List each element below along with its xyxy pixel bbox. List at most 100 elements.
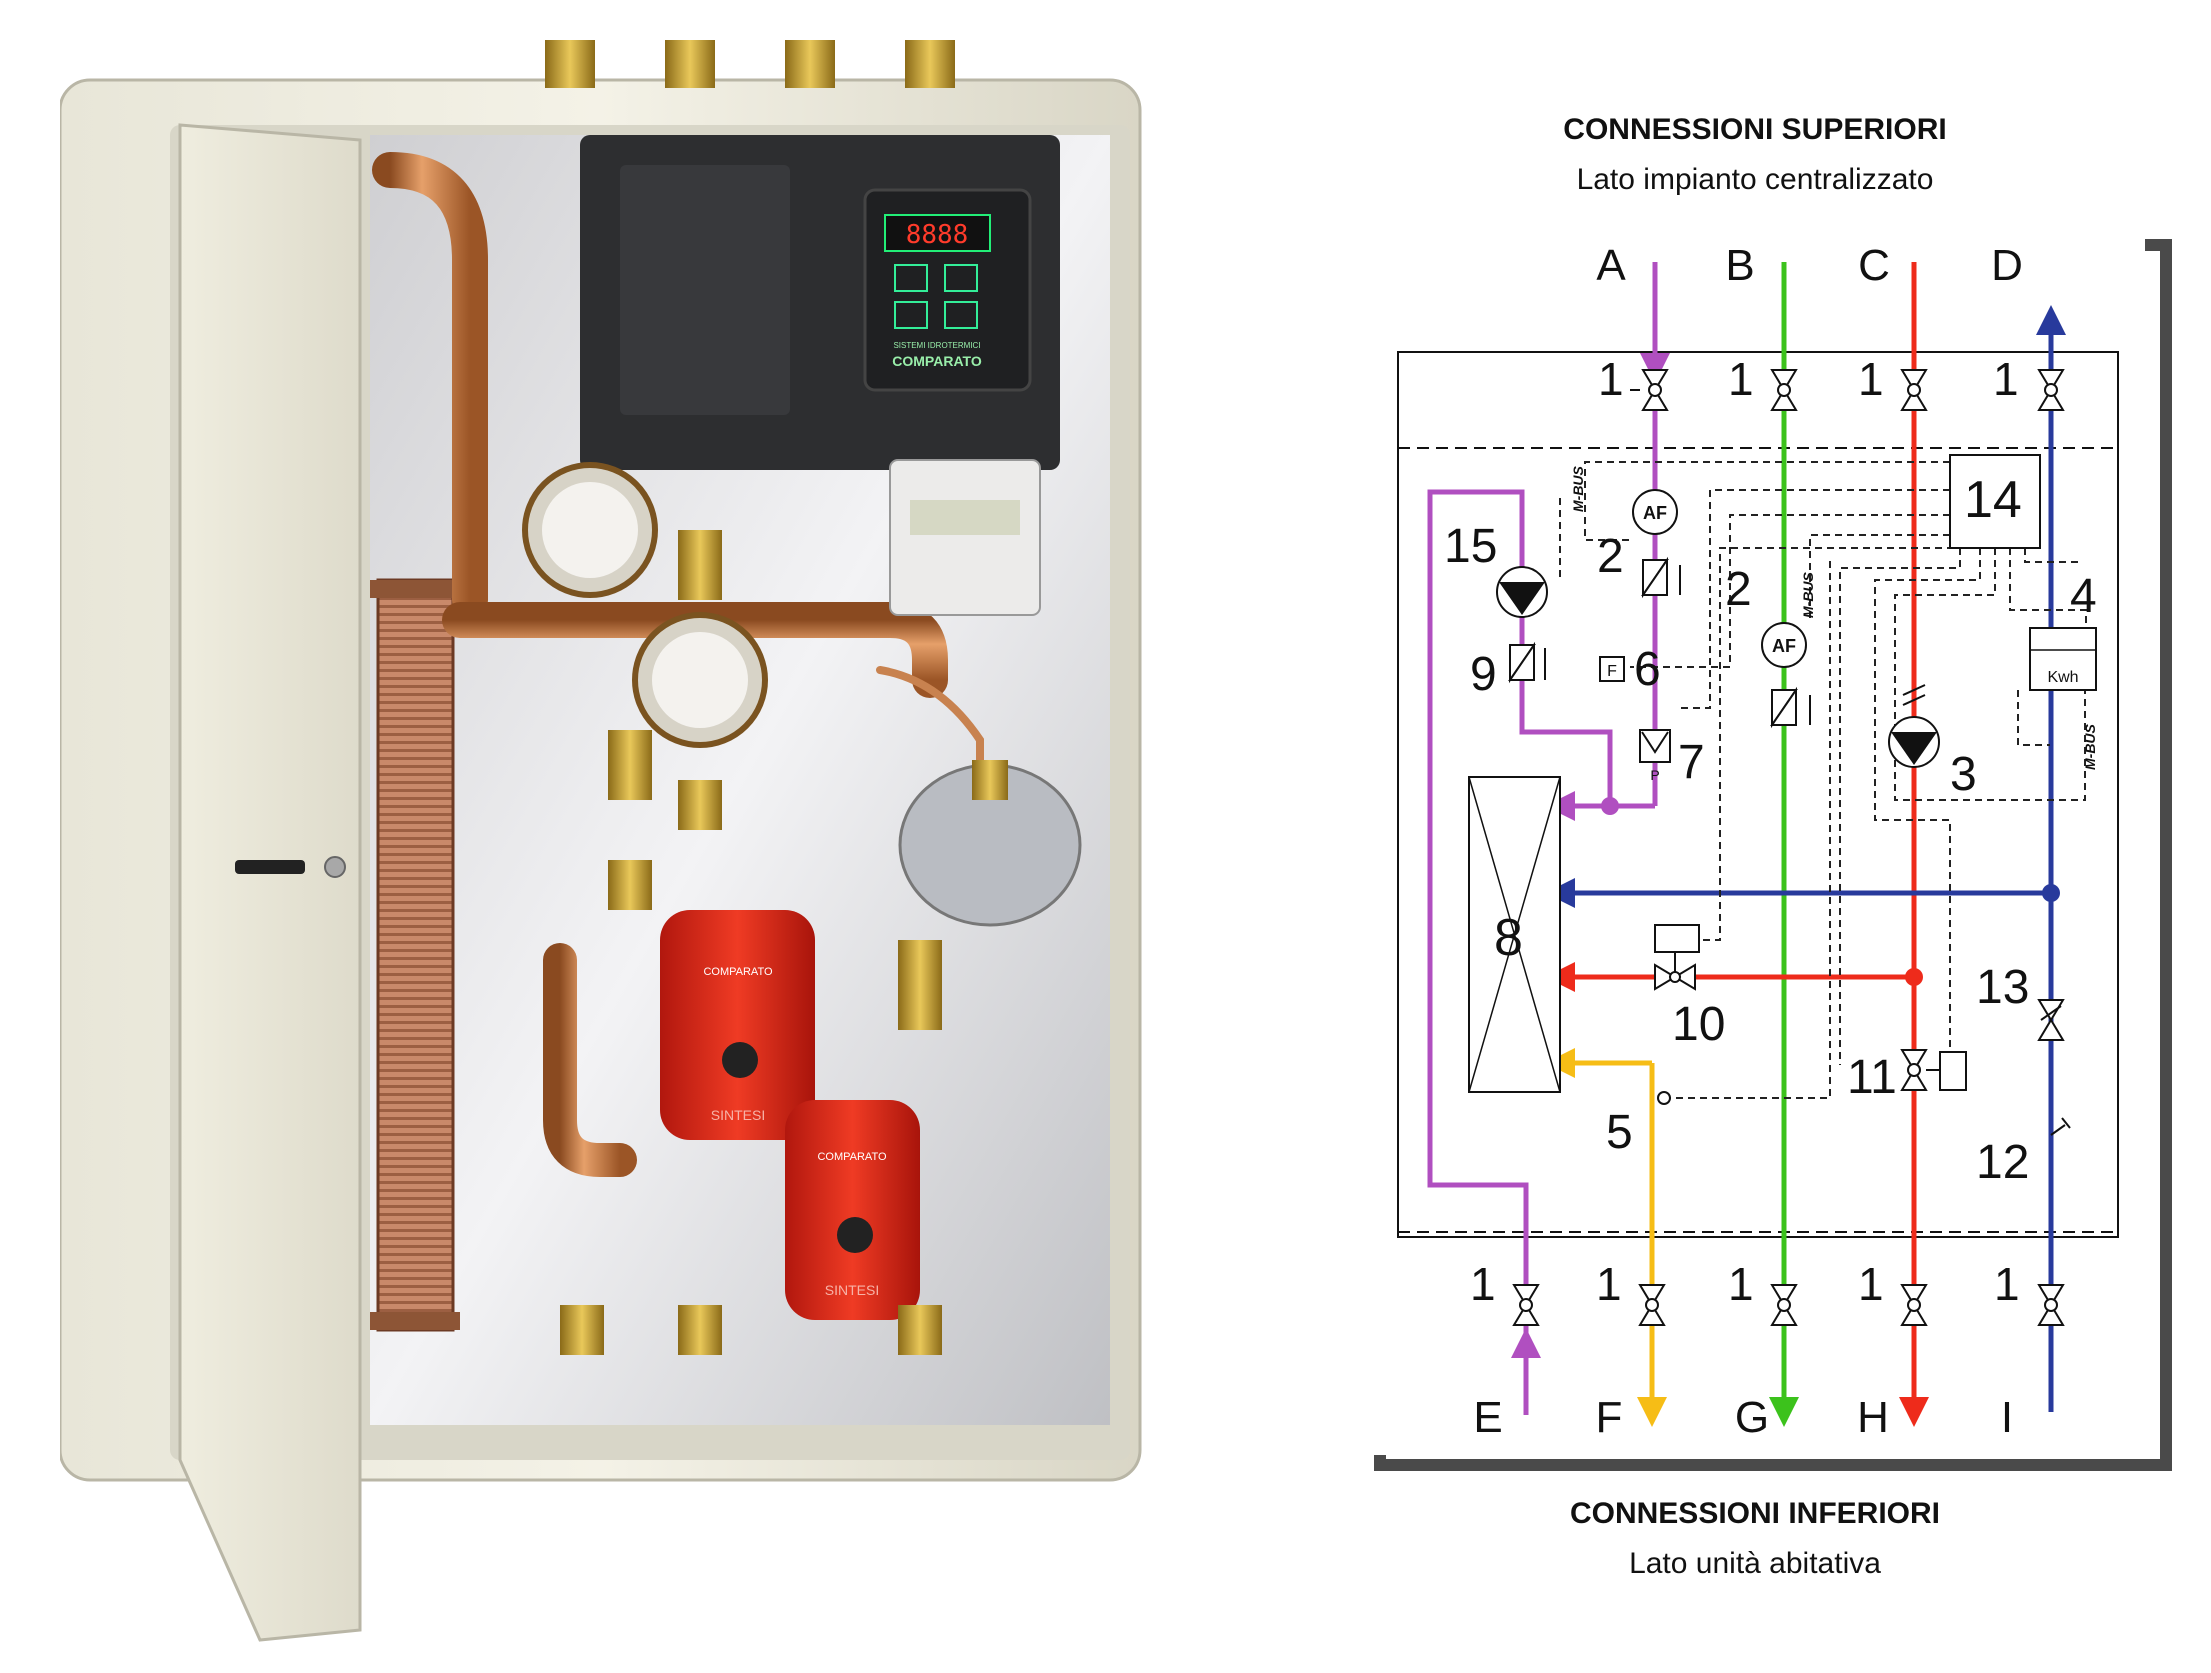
yellow-line — [1545, 1048, 1667, 1427]
connection-D: D — [1991, 241, 2023, 290]
temp-probe-red — [1902, 684, 1926, 706]
bottom-connections-subheading: Lato unità abitativa — [1629, 1547, 1881, 1580]
valve-1-label-H: 1 — [1858, 1258, 1884, 1310]
water-meter-af-B: AF — [1761, 622, 1807, 668]
pump-1-brand: COMPARATO — [703, 966, 773, 978]
label-10: 10 — [1672, 998, 1725, 1051]
valve-1-label-I: 1 — [1994, 1258, 2020, 1310]
label-8: 8 — [1494, 909, 1523, 967]
connection-E: E — [1473, 1393, 1502, 1442]
circulator-pump-1: COMPARATO SINTESI — [660, 910, 815, 1140]
expansion-vessel — [898, 760, 1082, 927]
controller-14 — [1949, 454, 2041, 549]
svg-text:Kwh: Kwh — [2047, 669, 2078, 686]
label-11: 11 — [1847, 1051, 1897, 1104]
enter-button[interactable] — [894, 301, 928, 329]
svg-text:M-BUS: M-BUS — [1570, 465, 1586, 512]
valve-1-label-E: 1 — [1470, 1258, 1496, 1310]
pump-2-model: SINTESI — [825, 1282, 879, 1298]
valve-1-B — [1770, 369, 1798, 411]
unit-photo: 8888 SISTEMI IDROTERMICI COMPARATO COMPA… — [60, 40, 1142, 1642]
connection-C: C — [1858, 241, 1890, 290]
svg-text:F: F — [1607, 663, 1617, 680]
bottom-connections-heading: CONNESSIONI INFERIORI — [1570, 1497, 1940, 1530]
valve-1-F — [1638, 1284, 1666, 1326]
open-door[interactable] — [178, 123, 362, 1642]
valve-1-E — [1512, 1284, 1540, 1326]
blue-line — [1545, 305, 2066, 1412]
label-12: 12 — [1976, 1136, 2029, 1189]
mbus-labels: M-BUS M-BUS M-BUS — [1570, 465, 2098, 770]
pump-3 — [1888, 716, 1940, 768]
controller-display: 8888 — [906, 220, 969, 250]
valve-13 — [2037, 999, 2065, 1041]
valve-1-label-D: 1 — [1993, 353, 2019, 405]
controller-brand: COMPARATO — [892, 353, 982, 369]
pressure-gauge-7: P — [1639, 729, 1671, 783]
shutoff-valves — [1512, 369, 2065, 1326]
down-button[interactable] — [894, 264, 928, 292]
circulator-pump-2: COMPARATO SINTESI — [785, 1100, 920, 1320]
top-connection-letters: A B C D — [1596, 241, 2023, 290]
valve-1-label-C: 1 — [1858, 353, 1884, 405]
valve-1-label-A: 1 — [1598, 353, 1624, 405]
svg-text:P: P — [1650, 767, 1659, 783]
label-15: 15 — [1444, 520, 1497, 573]
signal-wires — [1559, 461, 2087, 1099]
label-7: 7 — [1678, 736, 1705, 789]
svg-text:M-BUS: M-BUS — [1800, 571, 1816, 618]
svg-text:AF: AF — [1772, 636, 1796, 656]
up-button[interactable] — [944, 264, 978, 292]
heat-meter — [889, 459, 1041, 616]
sensor-5 — [1657, 1091, 1671, 1105]
label-9: 9 — [1470, 648, 1497, 701]
label-4: 4 — [2070, 570, 2097, 623]
label-2-A: 2 — [1597, 530, 1624, 583]
pump-2-brand: COMPARATO — [817, 1151, 887, 1163]
valve-11 — [1900, 1049, 1967, 1091]
heat-exchanger-8 — [1468, 776, 1561, 1093]
controller-brand-small: SISTEMI IDROTERMICI — [893, 341, 980, 350]
connection-I: I — [2001, 1393, 2013, 1442]
heat-meter-4: Kwh — [2029, 627, 2097, 691]
junction-dots — [1601, 797, 2060, 986]
connection-G: G — [1735, 1393, 1769, 1442]
filter-6: F — [1599, 656, 1625, 682]
pump-15 — [1496, 566, 1548, 618]
valve-1-C — [1900, 369, 1928, 411]
purple-line-E — [1427, 489, 1613, 1415]
svg-text:M-BUS: M-BUS — [2082, 723, 2098, 770]
component-labels: 15 2 2 14 4 9 6 7 3 8 10 13 11 5 12 — [1444, 471, 2097, 1189]
pump-1-model: SINTESI — [711, 1107, 765, 1123]
water-meters — [522, 462, 768, 748]
label-14: 14 — [1964, 471, 2022, 529]
zone-valve-10 — [1654, 924, 1700, 991]
connection-B: B — [1725, 241, 1754, 290]
connection-H: H — [1857, 1393, 1889, 1442]
label-3: 3 — [1950, 748, 1977, 801]
connection-F: F — [1596, 1393, 1623, 1442]
top-fittings — [545, 40, 955, 88]
plate-heat-exchanger — [370, 578, 460, 1332]
valve-1-I — [2037, 1284, 2065, 1326]
label-13: 13 — [1976, 961, 2029, 1014]
brass-valves — [560, 530, 942, 1355]
valve-1-H — [1900, 1284, 1928, 1326]
valve-1-label-F: 1 — [1596, 1258, 1622, 1310]
connection-A: A — [1596, 241, 1626, 290]
menu-button[interactable] — [944, 301, 978, 329]
red-line — [1545, 262, 1929, 1427]
schematic-frame — [1374, 239, 2172, 1471]
valve-number-labels: 1 1 1 1 1 1 1 1 1 — [1470, 353, 2020, 1310]
water-meter-af-A: AF — [1632, 489, 1678, 535]
top-connections-heading: CONNESSIONI SUPERIORI — [1563, 113, 1946, 146]
valve-1-D — [2037, 369, 2065, 411]
label-5: 5 — [1606, 1106, 1633, 1159]
bottom-connection-letters: E F G H I — [1473, 1393, 2013, 1442]
check-valves — [1508, 556, 1811, 729]
valve-1-G — [1770, 1284, 1798, 1326]
valve-1-label-B: 1 — [1728, 353, 1754, 405]
valve-1-A — [1630, 369, 1669, 411]
top-connections-subheading: Lato impianto centralizzato — [1577, 163, 1934, 196]
